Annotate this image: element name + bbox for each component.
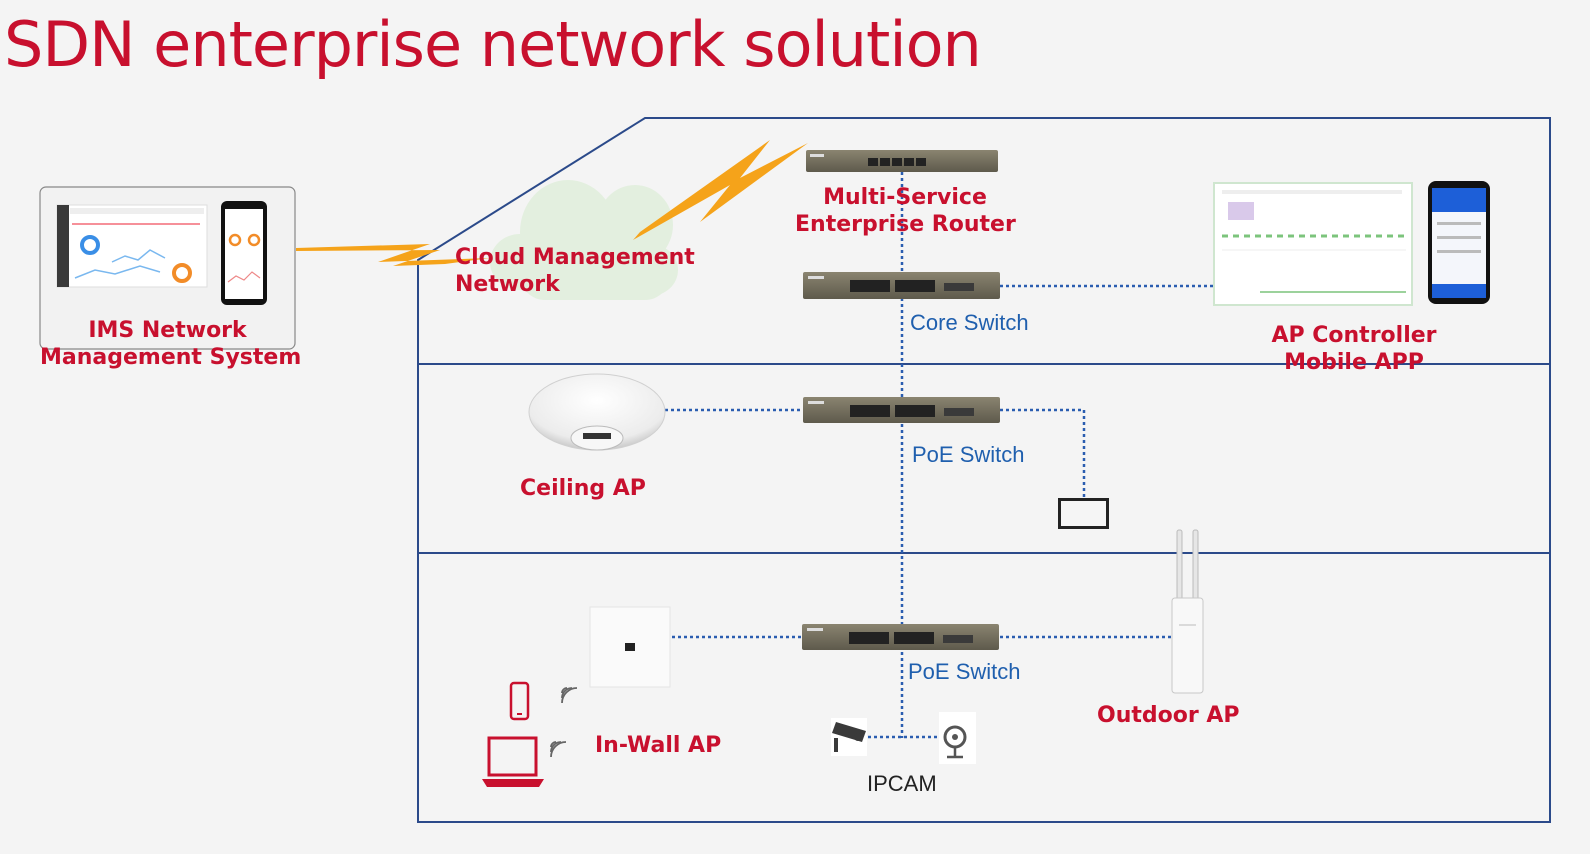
ap-controller-label-line2: Mobile APP: [1284, 350, 1424, 375]
cloud-label-line1: Cloud Management: [455, 245, 695, 270]
webcam-icon: [939, 712, 976, 764]
building-frame: [417, 117, 1551, 823]
ap-controller-label-line1: AP Controller: [1271, 323, 1437, 348]
poe-switch-device-1: [803, 397, 1000, 423]
wall-panel-device: [1058, 498, 1109, 529]
outdoor-ap-label: Outdoor AP: [1097, 703, 1240, 728]
ims-label-line1: IMS Network: [88, 318, 247, 343]
wifi-icon: [561, 687, 578, 704]
core-switch-device: [803, 272, 1000, 299]
core-switch-label: Core Switch: [910, 310, 1029, 335]
ceiling-ap-device: [528, 373, 666, 451]
page-title: SDN enterprise network solution: [4, 8, 982, 81]
lightning-icon: [633, 140, 808, 240]
ims-dashboard-screen: [56, 204, 208, 288]
camera-icon: [831, 718, 867, 756]
ap-controller-label: AP Controller Mobile APP: [1254, 322, 1454, 376]
ipcam-label: IPCAM: [867, 771, 937, 796]
router-device: [806, 150, 998, 172]
ims-phone: [221, 201, 267, 305]
link-panel: [1000, 408, 1086, 500]
poe-switch-label-1: PoE Switch: [912, 442, 1025, 467]
ap-controller-phone: [1428, 181, 1490, 304]
laptop-icon: [482, 736, 544, 787]
ims-label: IMS Network Management System: [40, 317, 302, 371]
router-label-line1: Multi-Service: [823, 185, 987, 210]
cloud-label: Cloud Management Network: [455, 244, 695, 298]
cloud-icon: [490, 180, 678, 300]
router-label: Multi-Service Enterprise Router: [795, 184, 1016, 238]
lightning-icon: [296, 244, 490, 266]
poe-switch-label-2: PoE Switch: [908, 659, 1021, 684]
ims-label-line2: Management System: [40, 345, 302, 370]
in-wall-ap-device: [589, 606, 671, 688]
phone-icon: [509, 681, 530, 721]
outdoor-ap-device: [1171, 529, 1204, 694]
ceiling-ap-label: Ceiling AP: [520, 476, 646, 501]
ap-controller-screen: [1213, 182, 1413, 306]
in-wall-ap-label: In-Wall AP: [595, 733, 722, 758]
poe-switch-device-2: [802, 624, 999, 650]
router-label-line2: Enterprise Router: [795, 212, 1016, 237]
cloud-label-line2: Network: [455, 272, 560, 297]
wifi-icon: [550, 741, 567, 758]
